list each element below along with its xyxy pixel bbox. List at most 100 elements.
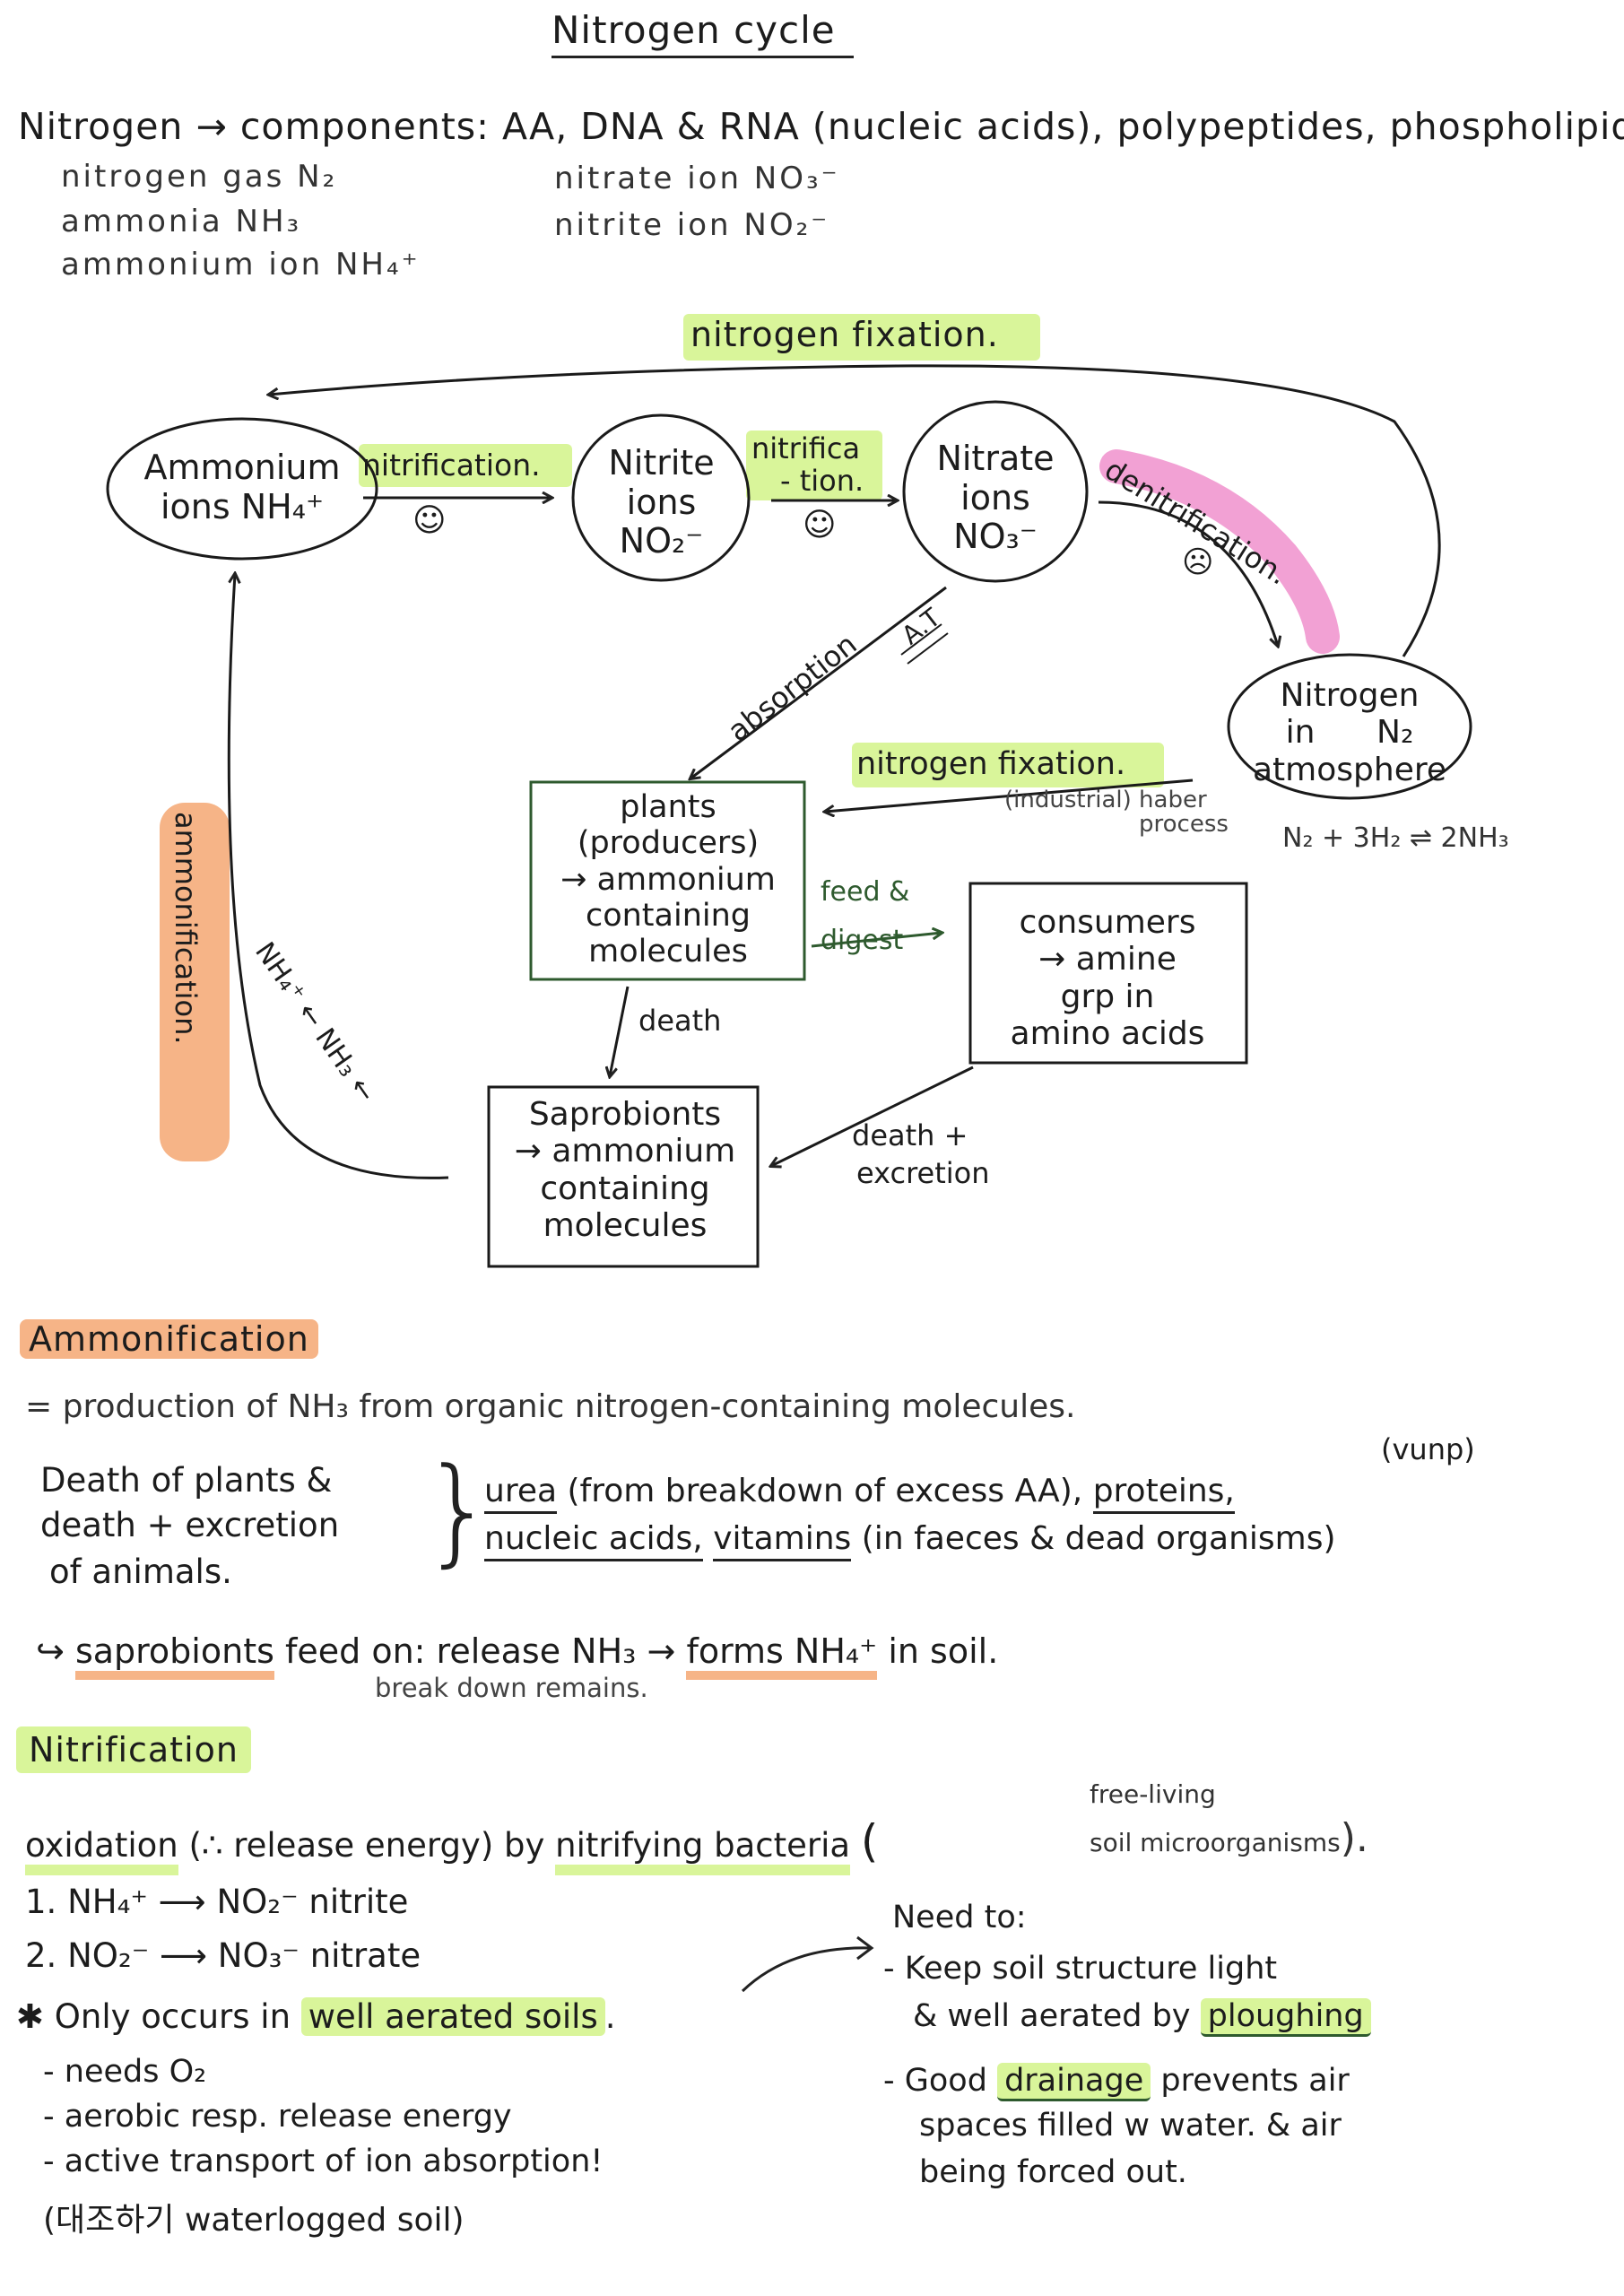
saprobionts-node: Saprobionts → ammonium containing molecu… [495, 1096, 755, 1245]
industrial-label: (industrial) haber [1004, 787, 1207, 813]
break-down-note: break down remains. [375, 1673, 648, 1703]
plants-line-3: → ammonium [560, 861, 776, 898]
ploughing-word: ploughing [1200, 1998, 1371, 2037]
consumers-box [968, 882, 1248, 1065]
death-arrow [610, 986, 630, 1076]
sources-left-1: Death of plants & [40, 1461, 333, 1500]
saprobionts-line-2: → ammonium [514, 1133, 736, 1170]
consumers-line-4: amino acids [1010, 1015, 1205, 1053]
contrast-note: (대조하기 waterlogged soil) [43, 2202, 465, 2239]
drainage-word: drainage [997, 2063, 1151, 2101]
oxidation-note: (∴ release energy) by [188, 1826, 545, 1865]
consumers-line-1: consumers [1019, 904, 1196, 941]
nitrogen-node: Nitrogen in N₂ atmosphere [1242, 677, 1457, 788]
need-to-label: Need to: [892, 1900, 1027, 1935]
hook-arrow-icon: ↪ [36, 1631, 65, 1671]
nitrification2-highlight [746, 430, 882, 500]
only-period: . [604, 1997, 616, 2036]
saprobionts-release: feed on: release NH₃ → [284, 1631, 676, 1671]
oxidation-line: oxidation (∴ release energy) by nitrifyi… [25, 1815, 879, 1875]
well-aerated-word: well aerated soils [300, 1997, 605, 2036]
proteins-word: proteins, [1092, 1473, 1235, 1514]
only-text: ✱ Only occurs in [16, 1997, 291, 2036]
nitrification1-highlight [359, 444, 572, 487]
need-1b: & well aerated by ploughing [913, 1998, 1371, 2037]
absorption-arrow [690, 586, 947, 778]
bullet-3: - active transport of ion absorption! [43, 2144, 604, 2179]
at-mark-2 [907, 632, 949, 665]
saprobionts-line: ↪ saprobionts feed on: release NH₃ → for… [36, 1631, 999, 1680]
sources-left-2: death + excretion [40, 1506, 340, 1544]
happy-face-1: ☺ [413, 502, 447, 539]
feed-arrow [811, 933, 942, 948]
vitamins-word: vitamins [713, 1520, 852, 1561]
nitrite-node: Nitrite ions NO₂⁻ [583, 443, 740, 561]
form-nitrite-ion: nitrite ion NO₂⁻ [554, 207, 830, 243]
vitamins-note: (in faeces & dead organisms) [861, 1520, 1336, 1557]
form-nitrogen-gas: nitrogen gas N₂ [61, 159, 338, 195]
in-soil-word: in soil. [888, 1631, 999, 1671]
process-label: process [1139, 811, 1229, 838]
need-2a-text: - Good [883, 2063, 987, 2099]
top-fixation-label: nitrogen fixation. [690, 315, 999, 354]
need-2a: - Good drainage prevents air [883, 2063, 1350, 2101]
consumers-line-3: grp in [1060, 978, 1155, 1015]
brace: } [421, 1442, 496, 1578]
need-2e: being forced out. [919, 2154, 1187, 2190]
nitrite-line-3: NO₂⁻ [619, 521, 704, 561]
saprobionts-line-3: containing [540, 1170, 710, 1207]
components-line: Nitrogen → components: AA, DNA & RNA (nu… [18, 105, 1624, 148]
plants-line-4: containing [585, 897, 751, 934]
ammonium-node: Ammonium ions NH₄⁺ [117, 448, 368, 526]
forms-nh4-word: forms NH₄⁺ [686, 1631, 878, 1680]
paren-open: ( [860, 1815, 879, 1867]
saprobionts-line-4: molecules [543, 1207, 708, 1245]
sources-left-3: of animals. [49, 1552, 232, 1591]
bullet-2: - aerobic resp. release energy [43, 2099, 512, 2135]
sources-right-line-2: nucleic acids, vitamins (in faeces & dea… [484, 1520, 1336, 1561]
feed-label-a: feed & [821, 876, 910, 908]
bullet-1: - needs O₂ [43, 2054, 207, 2090]
nitrification-heading: Nitrification [16, 1726, 251, 1773]
death-excretion-label-a: death + [852, 1118, 968, 1152]
top-fixation-highlight [683, 314, 1040, 361]
top-fixation-arrow [269, 364, 1441, 657]
saprobionts-box [487, 1085, 760, 1268]
nitrogen-node-shape [1227, 653, 1472, 800]
nitrate-line-3: NO₃⁻ [953, 517, 1038, 557]
need-arrow [741, 1935, 874, 1993]
ammonium-line-1: Ammonium [143, 448, 341, 487]
saprobionts-word: saprobionts [74, 1631, 274, 1680]
plants-line-2: (producers) [577, 825, 760, 862]
ammonification-heading-text: Ammonification [20, 1319, 318, 1359]
page-title: Nitrogen cycle [551, 8, 854, 58]
death-excretion-label-b: excretion [856, 1156, 990, 1190]
nitrate-node: Nitrate ions NO₃⁻ [910, 439, 1081, 557]
saprobionts-line-1: Saprobionts [528, 1096, 722, 1133]
consumers-line-2: → amine [1038, 941, 1177, 978]
nitrifying-bacteria-word: nitrifying bacteria [555, 1826, 851, 1875]
haber-equation: N₂ + 3H₂ ⇌ 2NH₃ [1282, 822, 1509, 854]
step-1: 1. NH₄⁺ ⟶ NO₂⁻ nitrite [25, 1883, 409, 1921]
ammonification-heading: Ammonification [20, 1319, 318, 1360]
nitrite-line-1: Nitrite [608, 443, 715, 483]
nitrate-node-shape [902, 400, 1089, 583]
need-2d: spaces filled w water. & air [919, 2108, 1342, 2144]
step-2: 2. NO₂⁻ ⟶ NO₃⁻ nitrate [25, 1936, 421, 1975]
urea-note: (from breakdown of excess AA), [567, 1473, 1083, 1509]
only-line: ✱ Only occurs in well aerated soils. [16, 1997, 616, 2037]
ammonium-line-2: ions NH₄⁺ [160, 486, 325, 526]
form-nitrate-ion: nitrate ion NO₃⁻ [554, 161, 840, 196]
soil-microorganisms-text: soil microorganisms [1090, 1828, 1341, 1857]
oxidation-word: oxidation [25, 1826, 178, 1875]
consumers-node: consumers → amine grp in amino acids [977, 904, 1238, 1053]
nitrification1-label: nitrification. [362, 448, 541, 483]
plants-node: plants (producers) → ammonium containing… [538, 789, 798, 970]
nitrification-heading-text: Nitrification [16, 1726, 251, 1773]
form-ammonia: ammonia NH₃ [61, 204, 302, 239]
form-ammonium-ion: ammonium ion NH₄⁺ [61, 247, 421, 283]
need-1b-text: & well aerated by [913, 1998, 1191, 2034]
happy-face-2: ☺ [803, 507, 837, 544]
nitrite-node-shape [571, 413, 751, 582]
death-excretion-arrow [771, 1065, 974, 1166]
